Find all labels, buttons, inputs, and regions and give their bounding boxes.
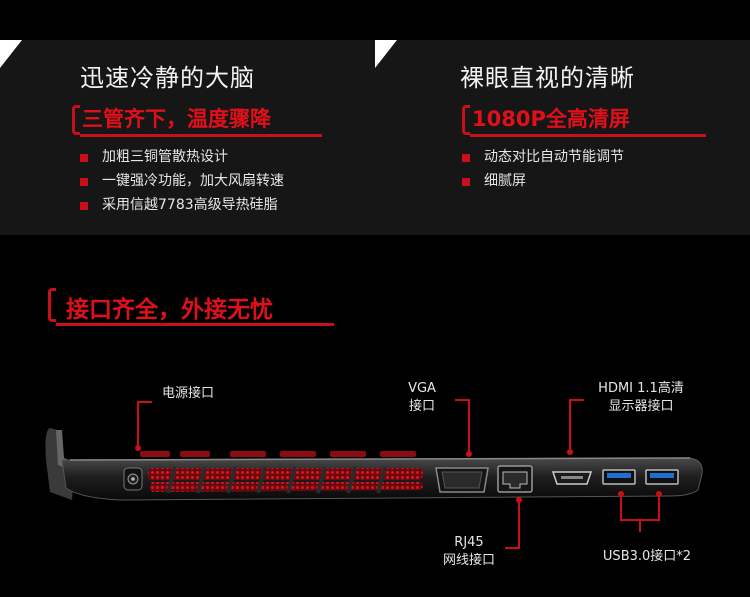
ports-heading: 接口齐全，外接无忧 bbox=[48, 286, 338, 326]
list-item: 加粗三铜管散热设计 bbox=[80, 145, 284, 169]
display-title: 裸眼直视的清晰 bbox=[460, 64, 635, 92]
bracket-shape bbox=[48, 288, 56, 322]
hdmi-port-icon bbox=[551, 471, 593, 485]
rj45-port-icon bbox=[497, 465, 533, 493]
hdmi-port-label: HDMI 1.1高清 显示器接口 bbox=[598, 381, 684, 414]
features-band bbox=[0, 40, 750, 235]
callout-lines bbox=[137, 399, 660, 549]
bullet-square-icon bbox=[462, 154, 470, 162]
subtitle-underline bbox=[80, 134, 322, 137]
cooling-subtitle: 三管齐下，温度骤降 bbox=[82, 107, 271, 131]
bullet-square-icon bbox=[462, 178, 470, 186]
ports-title-underline bbox=[56, 323, 334, 326]
power-port-label: 电源接口 bbox=[162, 386, 215, 401]
display-bullet-list: 动态对比自动节能调节 细腻屏 bbox=[462, 145, 635, 193]
display-subtitle: 1080P全高清屏 bbox=[472, 107, 630, 131]
vga-port-label: VGA 接口 bbox=[408, 381, 436, 414]
subtitle-underline bbox=[470, 134, 706, 137]
usb-port-label: USB3.0接口*2 bbox=[602, 549, 692, 564]
bullet-square-icon bbox=[80, 202, 88, 210]
power-port-icon bbox=[123, 467, 143, 491]
list-item: 动态对比自动节能调节 bbox=[462, 145, 635, 169]
cooling-feature: 迅速冷静的大脑 三管齐下，温度骤降 加粗三铜管散热设计 一键强冷功能，加大风扇转… bbox=[72, 58, 322, 217]
body-highlight bbox=[69, 457, 691, 461]
ports-title: 接口齐全，外接无忧 bbox=[66, 297, 273, 323]
mesh-vent bbox=[148, 466, 423, 494]
display-feature: 裸眼直视的清晰 1080P全高清屏 动态对比自动节能调节 细腻屏 bbox=[460, 58, 706, 193]
bullet-square-icon bbox=[80, 178, 88, 186]
bracket-shape bbox=[462, 105, 470, 135]
list-item: 采用信越7783高级导热硅脂 bbox=[80, 193, 284, 217]
cooling-bullet-list: 加粗三铜管散热设计 一键强冷功能，加大风扇转速 采用信越7783高级导热硅脂 bbox=[80, 145, 284, 217]
corner-triangle-left bbox=[0, 40, 22, 68]
bullet-square-icon bbox=[80, 154, 88, 162]
display-subtitle-box: 1080P全高清屏 bbox=[462, 103, 706, 137]
laptop-side-view bbox=[45, 399, 703, 549]
usb-port-icon bbox=[602, 469, 636, 485]
corner-triangle-middle bbox=[375, 40, 397, 68]
bracket-shape bbox=[72, 105, 80, 135]
usb-port-icon bbox=[645, 469, 679, 485]
top-vent-slots bbox=[140, 451, 416, 457]
list-item: 一键强冷功能，加大风扇转速 bbox=[80, 169, 284, 193]
callout-dots bbox=[135, 445, 662, 503]
cooling-subtitle-box: 三管齐下，温度骤降 bbox=[72, 103, 322, 137]
cooling-title: 迅速冷静的大脑 bbox=[80, 64, 255, 92]
list-item: 细腻屏 bbox=[462, 169, 635, 193]
vga-port-icon bbox=[435, 467, 489, 493]
rj45-port-label: RJ45 网线接口 bbox=[442, 535, 495, 568]
